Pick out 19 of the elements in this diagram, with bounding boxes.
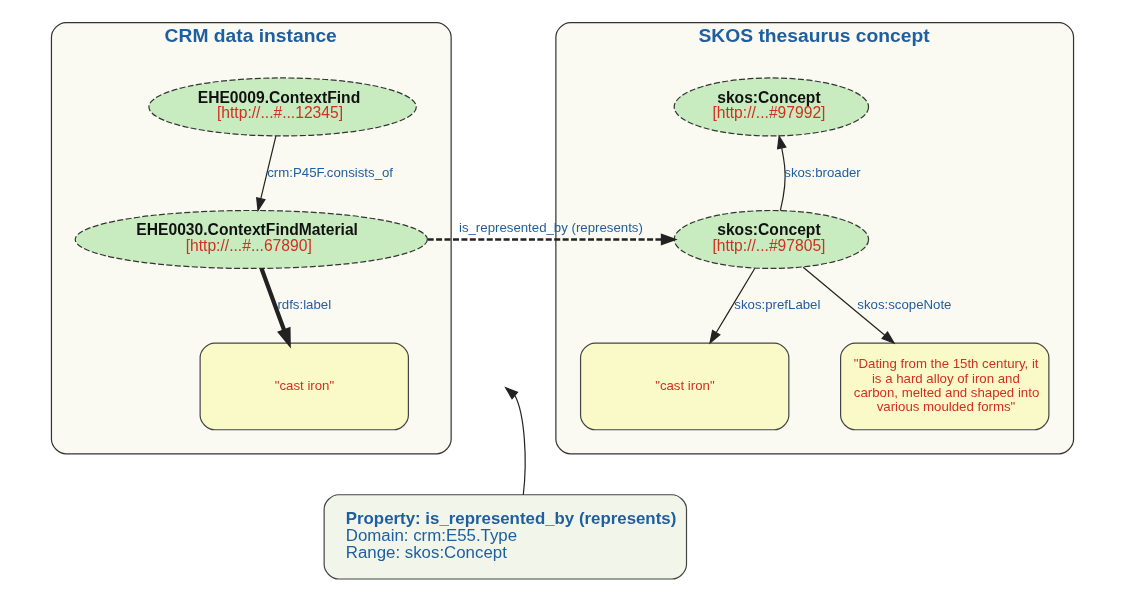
arrow [776, 134, 787, 212]
node-ellipse: EHE0030.ContextFindMaterial [http://...#...67890] [74, 209, 428, 270]
node-ellipse: skos:Concept [http://...#97805] [673, 209, 869, 270]
node-ellipse: EHE0009.ContextFind [http://...#...12345] [147, 77, 417, 137]
node-box: "cast iron" [199, 342, 409, 431]
node-box: "Dating from the 15th century, it is a hard alloy of iron and carbon, melted and shaped into various moulded forms" [839, 342, 1049, 431]
edge-label: skos:prefLabel [733, 297, 820, 313]
edge-label: rdfs:label [276, 297, 331, 313]
arrow [708, 267, 755, 345]
node-box: "cast iron" [579, 342, 789, 431]
arrow [802, 266, 895, 345]
arrow [259, 267, 291, 349]
arrow [427, 233, 678, 246]
arrow [255, 135, 276, 213]
edge-label: crm:P45F.consists_of [266, 164, 393, 180]
arrow [503, 386, 526, 496]
edge-label: skos:scopeNote [856, 297, 951, 313]
node-ellipse: skos:Concept [http://...#97992] [673, 77, 869, 137]
node-box: Property: is_represented_by (represents) Domain: crm:E55.Type Range: skos:Concept [323, 494, 687, 580]
